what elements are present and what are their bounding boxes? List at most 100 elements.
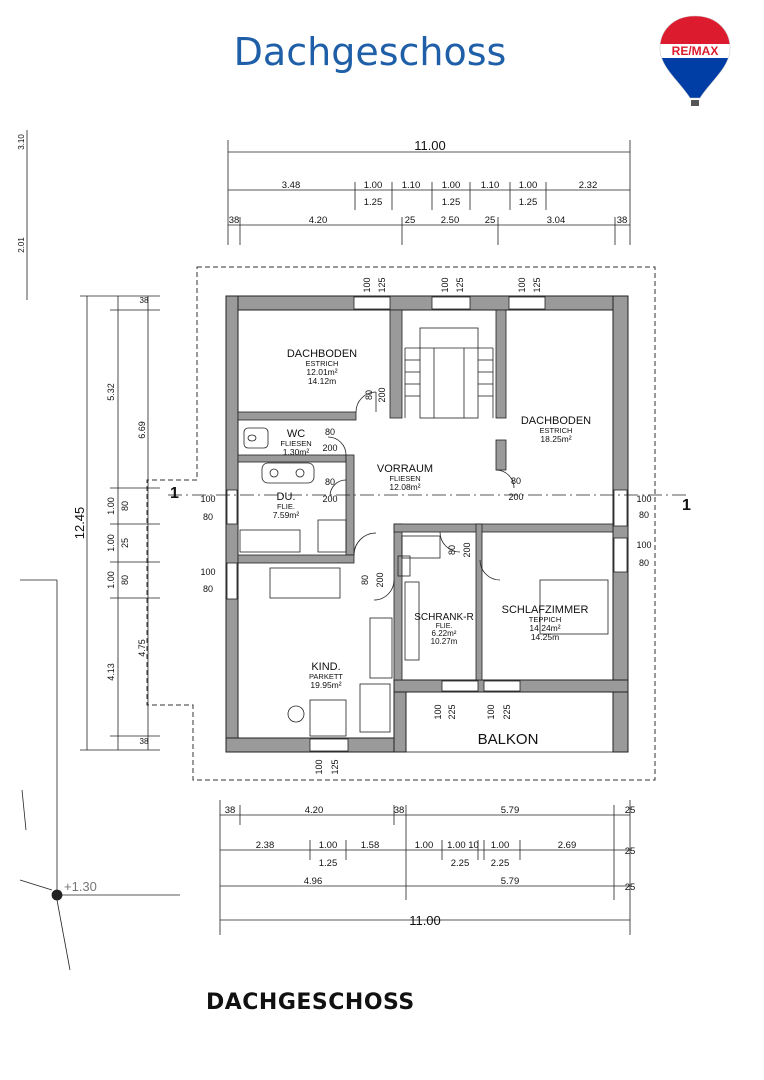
room-name: DACHBODEN: [287, 348, 357, 360]
stairs: [404, 327, 494, 419]
svg-text:25: 25: [405, 215, 416, 226]
svg-text:25: 25: [625, 882, 636, 893]
svg-text:2.32: 2.32: [579, 180, 598, 191]
svg-text:11.00: 11.00: [409, 913, 441, 928]
svg-text:80: 80: [447, 545, 457, 555]
svg-text:38: 38: [229, 215, 240, 226]
svg-text:4.75: 4.75: [137, 639, 147, 657]
svg-text:38: 38: [617, 215, 628, 226]
svg-text:1.00: 1.00: [364, 180, 383, 191]
svg-text:12.08m²: 12.08m²: [389, 482, 420, 492]
svg-text:18.25m²: 18.25m²: [540, 434, 571, 444]
svg-text:1.25: 1.25: [364, 197, 383, 208]
svg-text:80: 80: [120, 501, 130, 511]
svg-text:1.00 10: 1.00 10: [447, 840, 479, 851]
svg-text:3.10: 3.10: [17, 134, 26, 150]
level-mark: +1.30: [64, 879, 97, 894]
svg-text:80: 80: [203, 584, 213, 594]
svg-text:3.48: 3.48: [282, 180, 301, 191]
svg-text:80: 80: [511, 476, 521, 486]
room-name: KIND.: [311, 661, 340, 673]
svg-text:100: 100: [433, 704, 443, 719]
svg-text:1.10: 1.10: [481, 180, 500, 191]
svg-text:225: 225: [447, 704, 457, 719]
svg-text:6.69: 6.69: [137, 421, 147, 439]
svg-text:100: 100: [314, 759, 324, 774]
svg-text:ESTRICH: ESTRICH: [306, 359, 339, 368]
svg-text:1.00: 1.00: [106, 571, 116, 589]
svg-text:80: 80: [639, 510, 649, 520]
svg-text:80: 80: [639, 558, 649, 568]
svg-text:200: 200: [322, 443, 337, 453]
svg-text:38: 38: [140, 296, 149, 305]
svg-text:80: 80: [325, 477, 335, 487]
svg-text:PARKETT: PARKETT: [309, 672, 343, 681]
svg-text:10.27m: 10.27m: [431, 637, 458, 646]
svg-text:14.24m²: 14.24m²: [529, 623, 560, 633]
svg-text:5.79: 5.79: [501, 876, 520, 887]
svg-text:38: 38: [394, 805, 405, 816]
svg-text:2.01: 2.01: [17, 237, 26, 253]
top-dimension-lines: [227, 140, 631, 245]
svg-text:80: 80: [203, 512, 213, 522]
svg-text:100: 100: [636, 540, 651, 550]
svg-text:19.95m²: 19.95m²: [310, 680, 341, 690]
svg-text:1.30m²: 1.30m²: [283, 447, 310, 457]
svg-text:5.32: 5.32: [106, 383, 116, 401]
svg-text:100: 100: [486, 704, 496, 719]
svg-text:225: 225: [502, 704, 512, 719]
fixtures: [239, 427, 614, 753]
svg-text:25: 25: [625, 846, 636, 857]
svg-text:4.13: 4.13: [106, 663, 116, 681]
svg-text:100: 100: [200, 567, 215, 577]
remax-balloon-logo: RE/MAX: [659, 15, 731, 106]
top-dims-row1: 3.48 1.00 1.10 1.00 1.10 1.00 2.32 1.25 …: [282, 180, 598, 208]
logo-text: RE/MAX: [672, 44, 719, 58]
svg-text:TEPPICH: TEPPICH: [529, 615, 562, 624]
svg-text:200: 200: [462, 542, 472, 557]
door-swings: [327, 391, 515, 601]
svg-text:1.00: 1.00: [519, 180, 538, 191]
svg-text:14.12m: 14.12m: [308, 376, 336, 386]
plan-caption: DACHGESCHOSS: [206, 990, 415, 1015]
svg-text:200: 200: [377, 387, 387, 402]
svg-text:6.22m²: 6.22m²: [432, 629, 457, 638]
svg-text:FLIESEN: FLIESEN: [280, 439, 311, 448]
svg-text:1.25: 1.25: [519, 197, 538, 208]
room-name: DU.: [277, 491, 296, 503]
bottom-dims: 38 4.20 38 5.79 25 2.38 1.00 1.58 1.00 1…: [225, 805, 636, 928]
room-name: SCHLAFZIMMER: [502, 604, 589, 616]
svg-text:4.20: 4.20: [305, 805, 324, 816]
floor-plan: 1 1 11.00 3.48 1.00 1.10 1.00 1.10 1.00 …: [17, 130, 691, 971]
svg-text:125: 125: [330, 759, 340, 774]
svg-text:FLIE.: FLIE.: [436, 623, 453, 630]
svg-text:200: 200: [508, 492, 523, 502]
svg-text:38: 38: [225, 805, 236, 816]
roof-outline: [146, 266, 656, 781]
svg-text:4.20: 4.20: [309, 215, 328, 226]
svg-text:14.25m: 14.25m: [531, 632, 559, 642]
top-dim-overall: 11.00: [414, 138, 446, 153]
room-name: WC: [287, 428, 305, 440]
svg-text:4.96: 4.96: [304, 876, 323, 887]
svg-text:FLIE.: FLIE.: [277, 502, 295, 511]
section-mark-right: 1: [682, 497, 691, 514]
svg-text:25: 25: [625, 805, 636, 816]
svg-text:80: 80: [364, 390, 374, 400]
svg-text:5.79: 5.79: [501, 805, 520, 816]
svg-text:1.00: 1.00: [442, 180, 461, 191]
section-mark-left: 1: [170, 485, 179, 502]
svg-text:1.58: 1.58: [361, 840, 380, 851]
svg-text:3.04: 3.04: [547, 215, 566, 226]
svg-text:38: 38: [140, 737, 149, 746]
svg-text:200: 200: [322, 494, 337, 504]
opening-labels: 100 125 100 125 100 125 80 200 80 200 80…: [200, 277, 651, 774]
svg-text:2.25: 2.25: [491, 858, 510, 869]
svg-text:200: 200: [375, 572, 385, 587]
svg-text:1.00: 1.00: [491, 840, 510, 851]
svg-text:100: 100: [200, 494, 215, 504]
svg-text:ESTRICH: ESTRICH: [540, 426, 573, 435]
svg-text:125: 125: [455, 277, 465, 292]
svg-text:25: 25: [120, 538, 130, 548]
svg-text:2.50: 2.50: [441, 215, 460, 226]
